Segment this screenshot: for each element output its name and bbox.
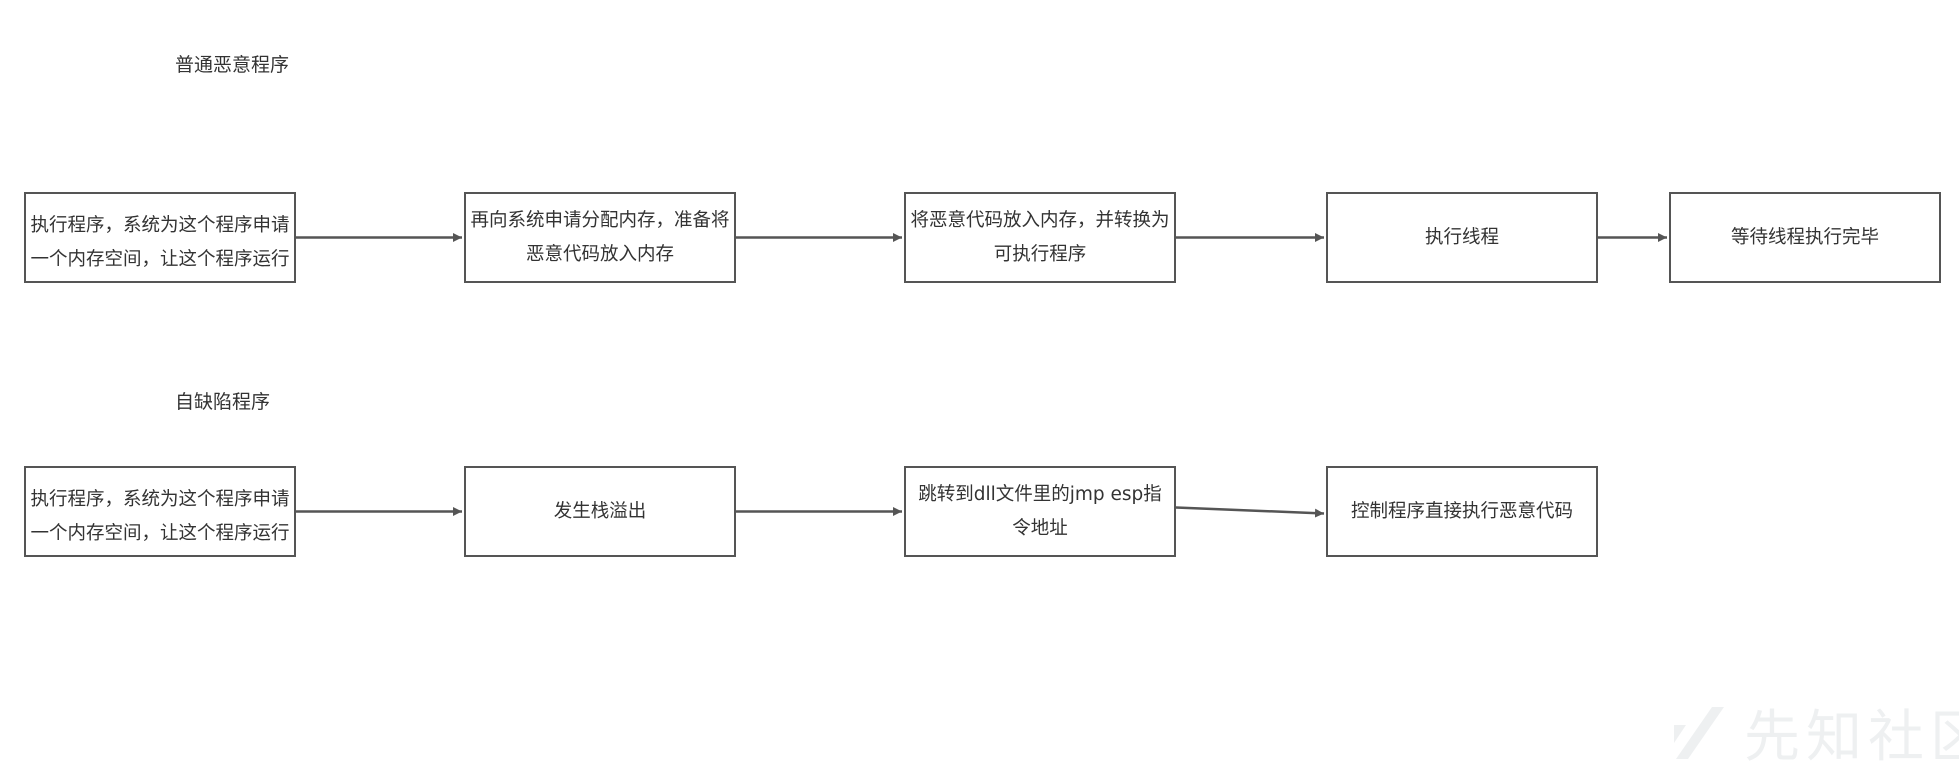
watermark: 先知社区 xyxy=(1672,692,1959,773)
node-label: 控制程序直接执行恶意代码 xyxy=(1350,500,1573,522)
flow-node-run-program-defect: 执行程序，系统为这个程序申请一个内存空间，让这个程序运行 xyxy=(24,466,296,557)
node-label: 跳转到dll文件里的jmp esp指令地址 xyxy=(918,483,1162,539)
flow-node-exec-malicious: 控制程序直接执行恶意代码 xyxy=(1326,466,1598,557)
node-label: 将恶意代码放入内存，并转换为可执行程序 xyxy=(910,209,1170,265)
section-label-normal: 普通恶意程序 xyxy=(175,54,290,76)
node-label: 执行线程 xyxy=(1424,226,1499,248)
flow-node-alloc-memory: 再向系统申请分配内存，准备将恶意代码放入内存 xyxy=(464,192,736,283)
node-label: 发生栈溢出 xyxy=(553,500,647,522)
node-label: 执行程序，系统为这个程序申请一个内存空间，让这个程序运行 xyxy=(30,214,290,270)
flow-node-stack-overflow: 发生栈溢出 xyxy=(464,466,736,557)
edge-m3-m4 xyxy=(1175,506,1325,518)
flow-node-jmp-esp: 跳转到dll文件里的jmp esp指令地址 xyxy=(904,466,1176,557)
flow-node-exec-thread: 执行线程 xyxy=(1326,192,1598,283)
slash-logo-icon xyxy=(1674,706,1724,759)
flow-node-load-code: 将恶意代码放入内存，并转换为可执行程序 xyxy=(904,192,1176,283)
watermark-text: 先知社区 xyxy=(1744,705,1959,770)
node-label: 再向系统申请分配内存，准备将恶意代码放入内存 xyxy=(470,209,730,265)
node-label: 等待线程执行完毕 xyxy=(1730,226,1879,248)
flow-node-run-program: 执行程序，系统为这个程序申请一个内存空间，让这个程序运行 xyxy=(24,192,296,283)
node-label: 执行程序，系统为这个程序申请一个内存空间，让这个程序运行 xyxy=(30,488,290,544)
section-label-defect: 自缺陷程序 xyxy=(175,391,271,413)
flow-node-wait-thread: 等待线程执行完毕 xyxy=(1669,192,1941,283)
